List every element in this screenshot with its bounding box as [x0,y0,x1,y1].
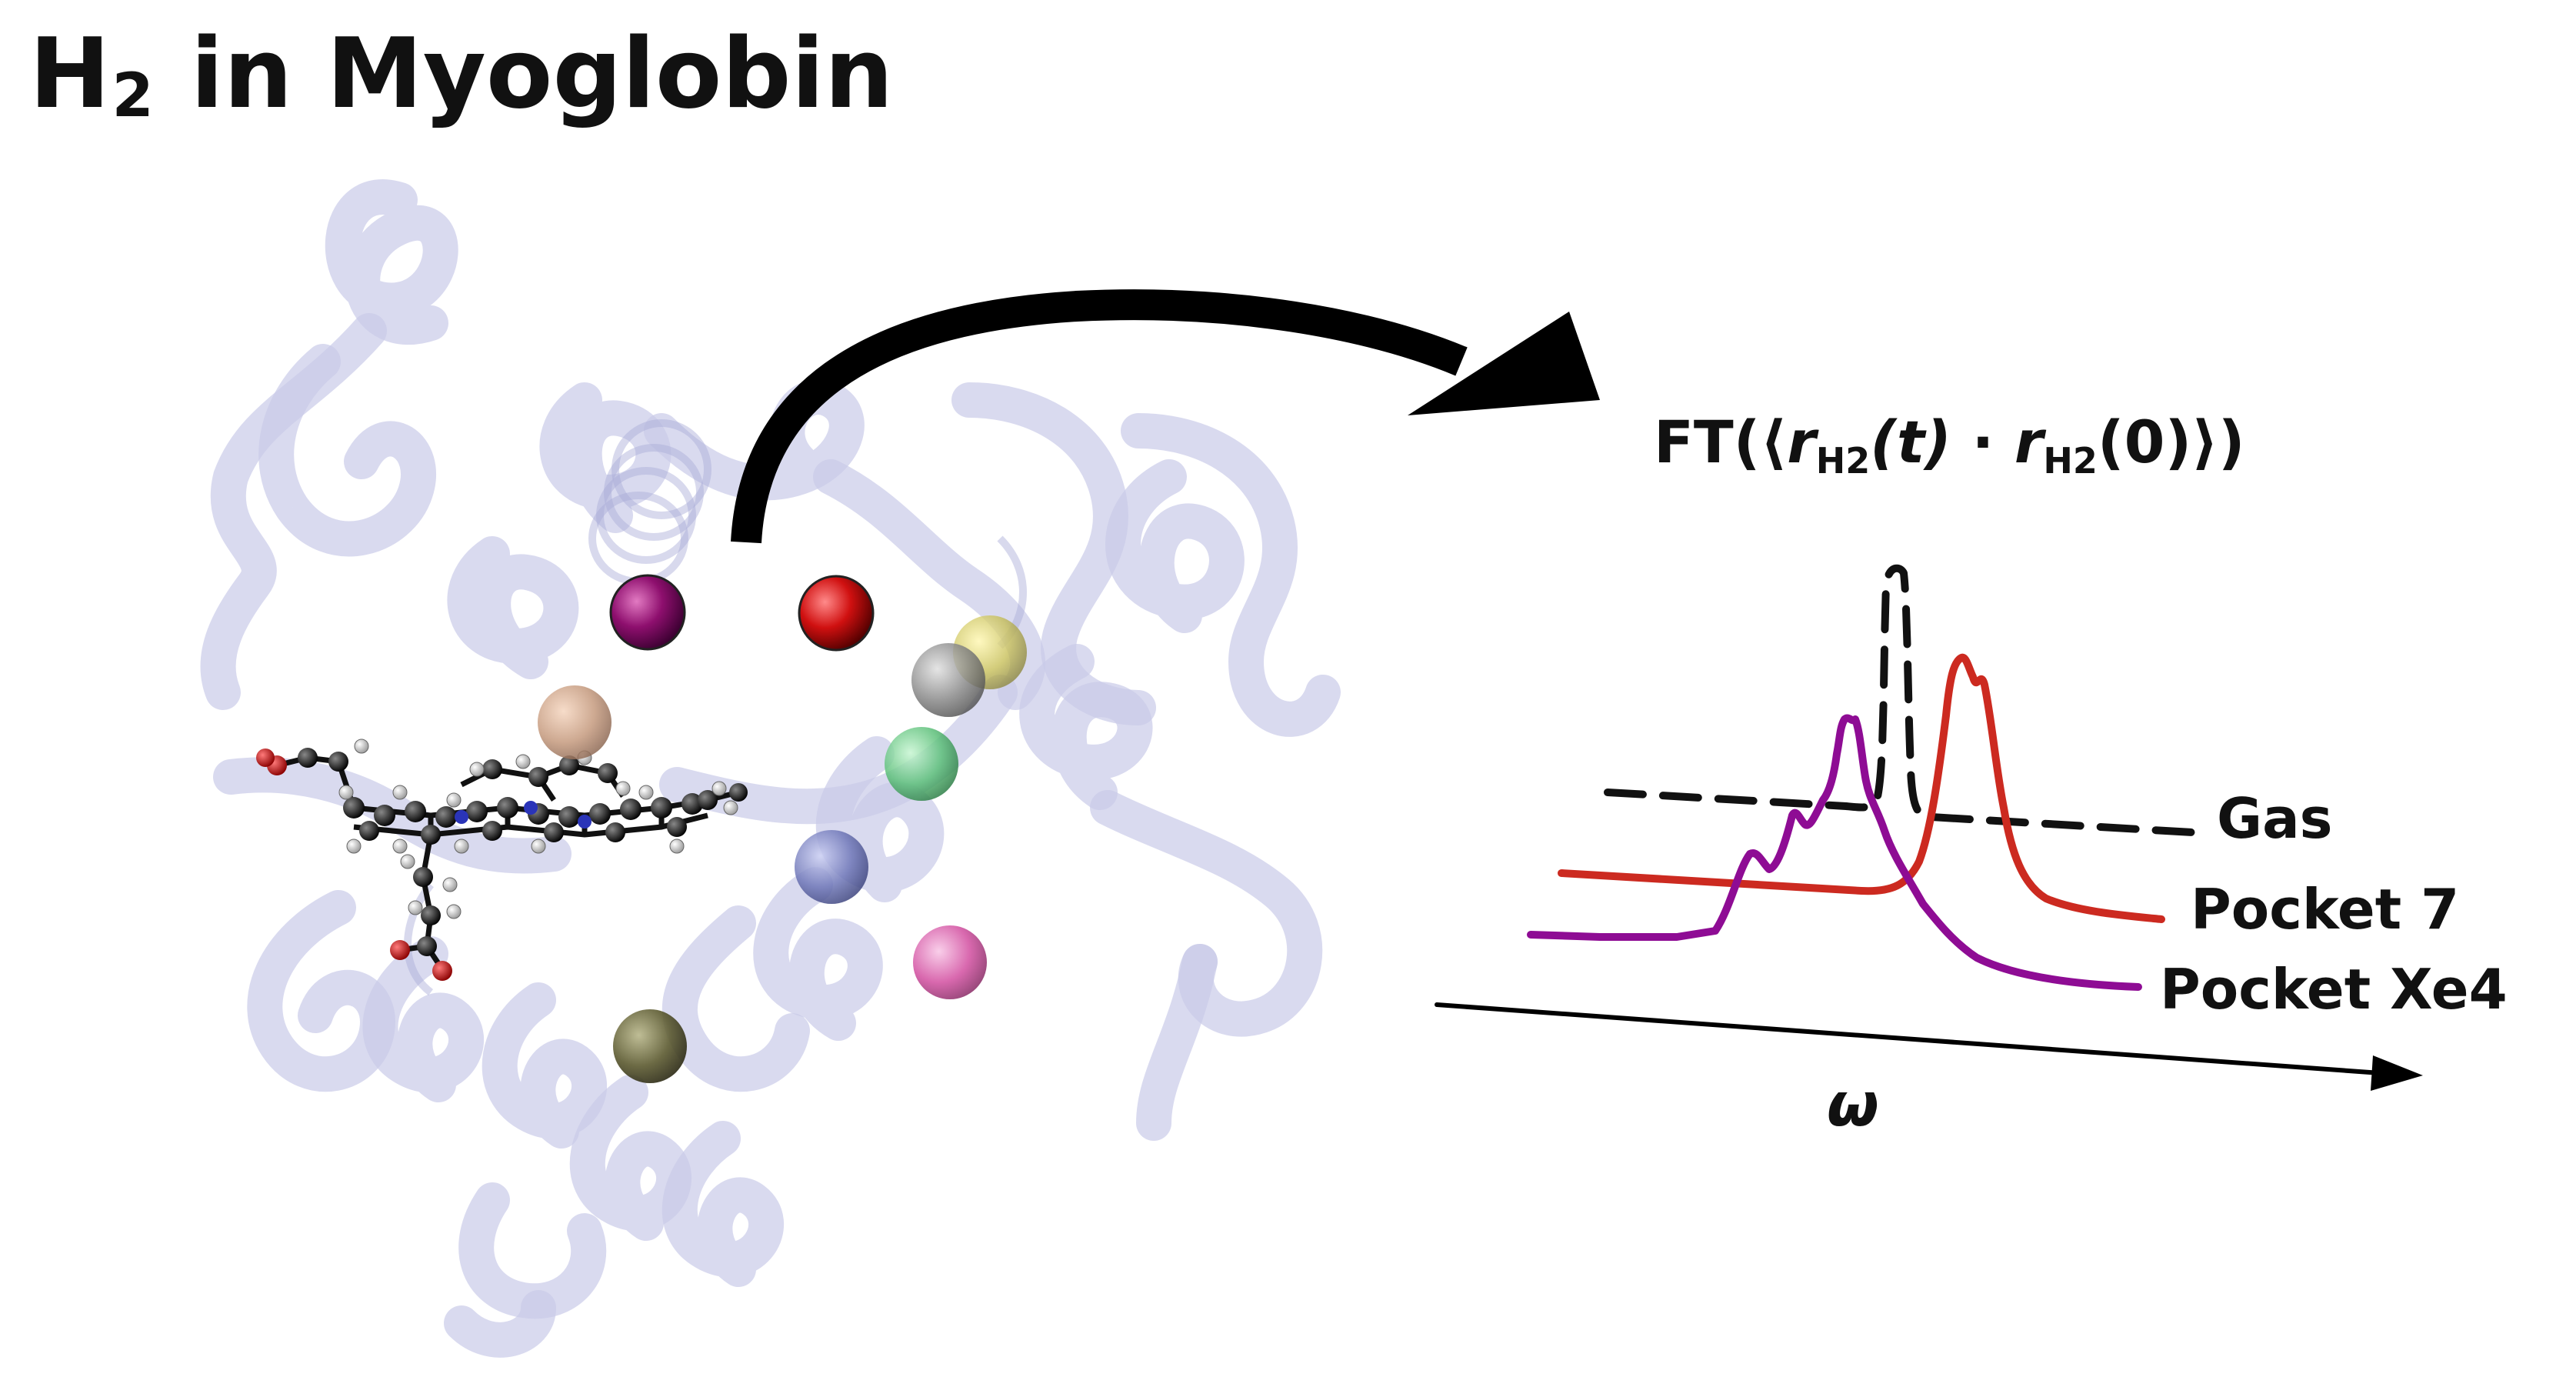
omega-axis-arrowhead [2371,1055,2423,1091]
label-gas: Gas [2217,786,2333,851]
olive-sphere [613,1009,687,1083]
series-xe4 [1527,714,2142,991]
gray-sphere [911,643,985,717]
omega-axis [1435,1002,2383,1075]
green-sphere [885,727,958,801]
blue-sphere [795,830,868,904]
red-sphere [798,575,875,652]
series-pocket7 [1558,653,2165,923]
autocorrelation-formula: FT(⟨rH2(t) · rH2(0)⟩) [1654,408,2245,482]
label-pocket-7: Pocket 7 [2191,877,2460,942]
heme-molecule [256,739,748,981]
label-omega: ω [1827,1071,1879,1140]
figure-title: H2 in Myoglobin [29,17,894,131]
myoglobin-ribbon [200,179,1341,1358]
transform-arrow-head [1408,312,1600,415]
transform-arrow [731,289,1468,544]
label-pocket-xe4: Pocket Xe4 [2160,957,2508,1022]
purple-sphere [609,574,686,651]
peach-sphere [538,685,612,759]
series-gas [1604,564,2196,836]
pink-sphere [913,925,987,999]
